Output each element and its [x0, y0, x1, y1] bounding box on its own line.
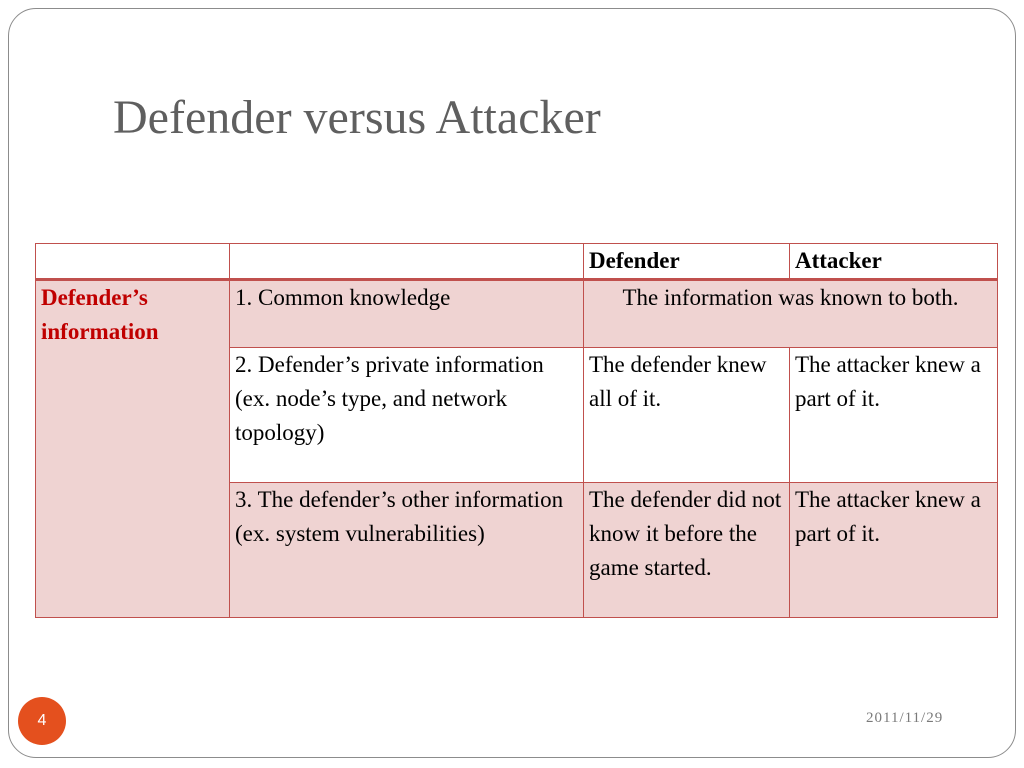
item-title: 2. Defender’s private information — [235, 352, 544, 377]
group-label-cell: Defender’s information — [35, 279, 230, 618]
attacker-cell: The attacker knew a part of it. — [789, 347, 998, 483]
table-header-row: Defender Attacker — [35, 243, 998, 281]
item-title: 1. Common knowledge — [235, 285, 451, 310]
page-number-badge: 4 — [18, 697, 66, 745]
header-cell-empty-1 — [35, 243, 230, 281]
table-row: 2. Defender’s private information (ex. n… — [36, 347, 998, 483]
item-example: (ex. node’s type, and network topology) — [235, 386, 508, 445]
header-cell-defender: Defender — [583, 243, 790, 281]
item-title: 3. The defender’s other information — [235, 487, 564, 512]
header-cell-empty-2 — [229, 243, 584, 281]
header-cell-attacker: Attacker — [789, 243, 998, 281]
defender-cell: The defender knew all of it. — [583, 347, 790, 483]
item-cell: 2. Defender’s private information (ex. n… — [229, 347, 584, 483]
comparison-table: Defender Attacker Defender’s information… — [35, 243, 998, 618]
attacker-cell: The attacker knew a part of it. — [789, 482, 998, 618]
slide-title: Defender versus Attacker — [113, 91, 601, 144]
defender-cell: The defender did not know it before the … — [583, 482, 790, 618]
item-example: (ex. system vulnerabilities) — [235, 521, 485, 546]
slide-date: 2011/11/29 — [866, 710, 944, 726]
shared-knowledge-cell: The information was known to both. — [583, 279, 998, 348]
table-row: 3. The defender’s other information (ex.… — [36, 482, 998, 618]
item-cell: 1. Common knowledge — [229, 279, 584, 348]
table-row: Defender’s information 1. Common knowled… — [35, 279, 998, 618]
item-cell: 3. The defender’s other information (ex.… — [229, 482, 584, 618]
